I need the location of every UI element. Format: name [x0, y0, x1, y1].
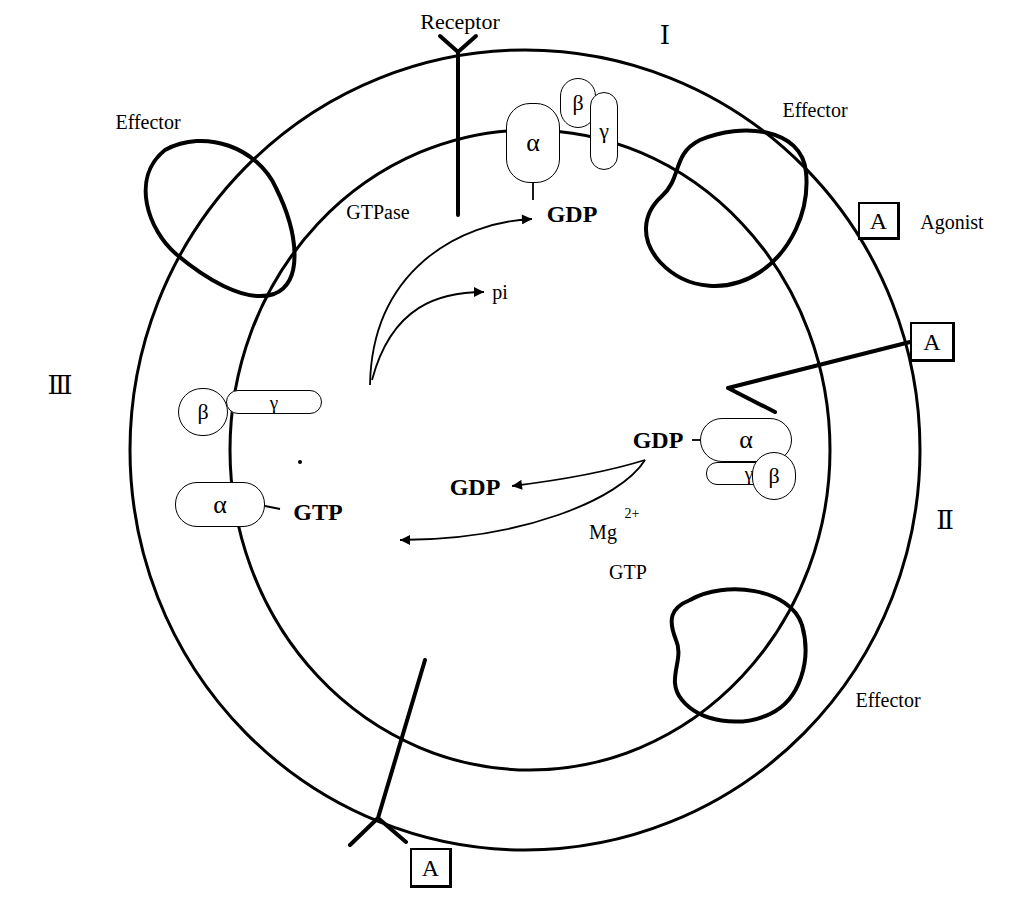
receptor-bottom: [350, 660, 425, 845]
subunit-letter: α: [526, 130, 540, 156]
receptor-top: [440, 36, 476, 215]
gamma-subunit: γ: [590, 92, 618, 170]
receptor-right: [728, 342, 910, 412]
effector-label: Effector: [855, 690, 920, 710]
effector-outline-path: [146, 141, 295, 296]
inner-membrane: [230, 130, 830, 770]
beta-subunit: β: [178, 388, 228, 436]
alpha-gdp-bond: [532, 183, 534, 200]
effector-outline-path: [646, 131, 807, 286]
alpha-subunit: α: [506, 103, 560, 183]
effector-outline: [140, 135, 305, 300]
alpha-gdp-bond: [692, 439, 700, 441]
effector-outline: [635, 125, 810, 295]
alpha-subunit: α: [175, 482, 265, 527]
subunit-letter: β: [572, 92, 583, 114]
subunit-letter: A: [870, 209, 887, 233]
subunit-letter: γ: [270, 393, 278, 412]
effector-outline: [665, 582, 810, 727]
ion-charge: 2+: [625, 507, 640, 521]
stage-number: Ⅰ: [660, 22, 670, 48]
effector-protein: Effector: [635, 125, 810, 295]
gtpase-arrow: [370, 219, 532, 385]
nucleotide-label: GDP: [450, 475, 501, 499]
stage-number: Ⅲ: [47, 372, 72, 398]
ion-label: Mg: [589, 522, 617, 542]
subunit-letter: β: [768, 465, 779, 487]
beta-subunit: β: [752, 452, 796, 500]
subunit-letter: α: [739, 427, 753, 453]
subunit-letter: β: [197, 401, 208, 423]
nucleotide-label: GTP: [293, 500, 342, 524]
effector-protein: Effector: [665, 582, 810, 727]
subunit-letter: A: [923, 330, 940, 354]
dot-mark: [298, 460, 302, 464]
effector-label: Effector: [782, 100, 847, 120]
gamma-subunit: γ: [226, 390, 322, 414]
agonist-label: Agonist: [920, 212, 983, 232]
agonist-box: A: [910, 322, 955, 362]
nucleotide-label: GTP: [609, 562, 647, 582]
phosphate-label: pi: [492, 282, 508, 302]
stage-number: Ⅱ: [936, 507, 954, 533]
outer-membrane: [130, 50, 920, 850]
effector-label: Effector: [115, 112, 180, 132]
pi-release-arrow: [372, 292, 484, 380]
agonist-box: A: [858, 202, 900, 240]
subunit-letter: A: [422, 856, 439, 880]
alpha-gtp-bond: [265, 506, 280, 509]
nucleotide-label: GDP: [547, 202, 598, 226]
subunit-letter: γ: [599, 120, 609, 142]
subunit-letter: α: [213, 492, 227, 518]
agonist-box: A: [410, 848, 452, 888]
nucleotide-label: GDP: [633, 428, 684, 452]
effector-protein: Effector: [140, 135, 305, 300]
enzyme-label: GTPase: [346, 202, 409, 222]
receptor-label: Receptor: [420, 11, 499, 33]
effector-outline-path: [672, 589, 806, 721]
